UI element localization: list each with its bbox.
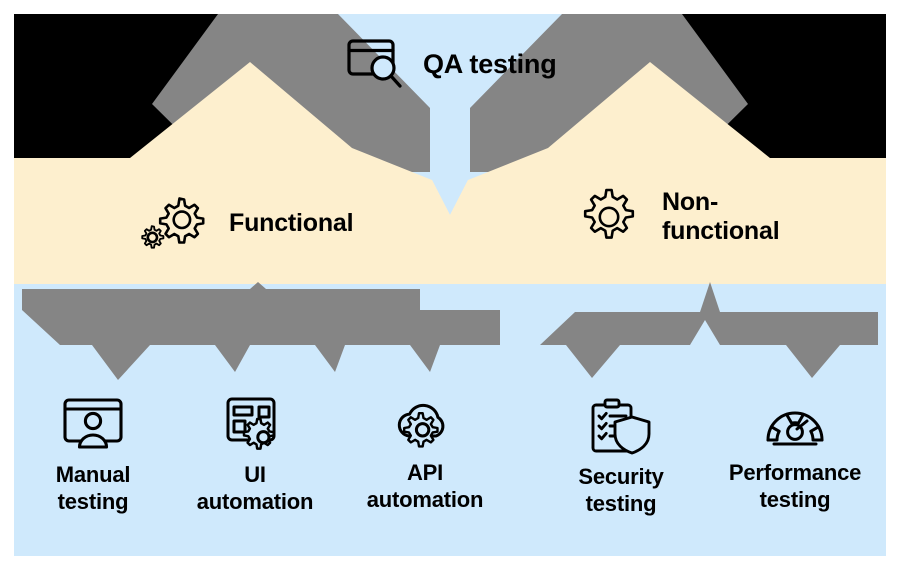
- node-non-functional-label: Non- functional: [662, 187, 780, 246]
- connector-nonfunctional-to-leaves: [540, 282, 878, 378]
- node-manual-testing-label: Manual testing: [55, 462, 131, 514]
- browser-window-search-icon: [345, 36, 405, 92]
- gear-icon: [578, 186, 640, 248]
- node-api-automation-label: API automation: [366, 460, 484, 512]
- node-ui-automation-label: UI automation: [196, 462, 314, 514]
- node-non-functional[interactable]: Non- functional: [578, 186, 780, 248]
- node-functional[interactable]: Functional: [135, 190, 354, 256]
- node-qa-testing[interactable]: QA testing: [345, 36, 557, 92]
- node-manual-testing[interactable]: Manual testing: [8, 396, 178, 516]
- node-security-testing-label: Security testing: [578, 464, 664, 516]
- double-gear-icon: [135, 190, 207, 256]
- node-qa-testing-label: QA testing: [423, 48, 557, 79]
- node-performance-testing[interactable]: Performance testing: [710, 396, 880, 514]
- branch-band-functional: [14, 62, 470, 284]
- speedometer-icon: [762, 396, 828, 450]
- node-ui-automation[interactable]: UI automation: [170, 396, 340, 516]
- node-functional-label: Functional: [229, 208, 354, 237]
- window-gear-icon: [223, 396, 287, 452]
- clipboard-shield-icon: [588, 396, 654, 455]
- branch-band-nonfunctional: [430, 62, 886, 284]
- connector-functional-to-leaves: [22, 282, 500, 380]
- node-performance-testing-label: Performance testing: [728, 460, 862, 512]
- node-security-testing[interactable]: Security testing: [536, 396, 706, 518]
- node-api-automation[interactable]: API automation: [340, 396, 510, 514]
- browser-user-icon: [59, 396, 127, 452]
- cloud-gear-icon: [391, 396, 459, 450]
